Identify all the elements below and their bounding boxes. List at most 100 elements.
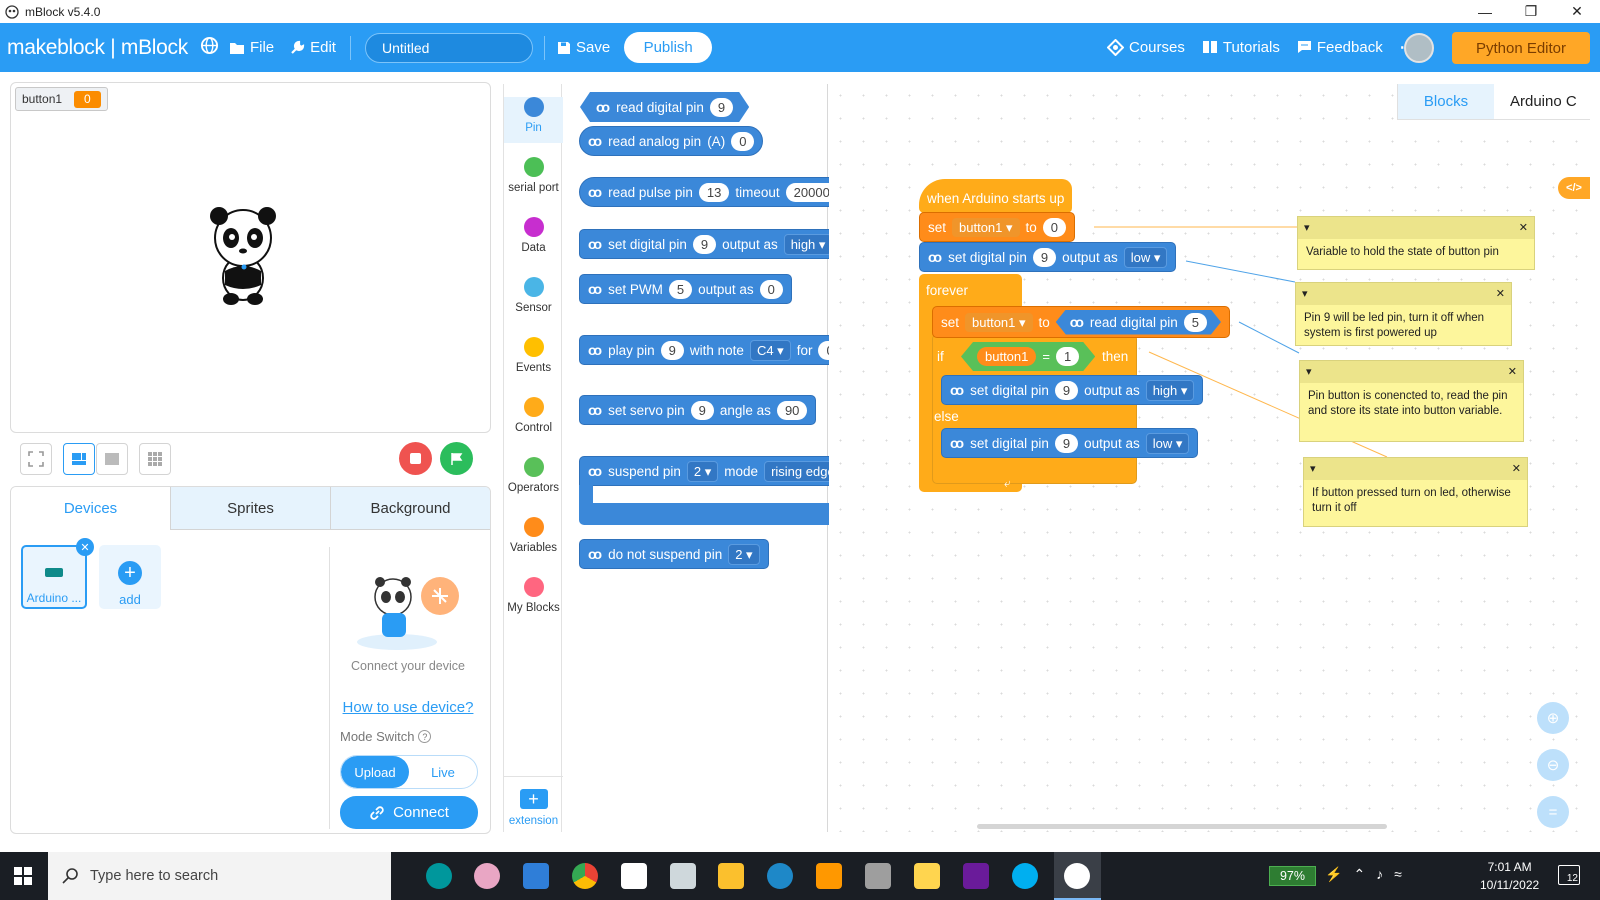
close-note-icon[interactable]: ✕ xyxy=(1518,221,1528,234)
pin-input[interactable]: 9 xyxy=(710,98,733,117)
pin-input[interactable]: 9 xyxy=(692,234,717,254)
level-dropdown[interactable]: low ▾ xyxy=(1145,432,1190,454)
large-stage-button[interactable] xyxy=(96,443,128,475)
level-dropdown[interactable]: high ▾ xyxy=(1145,379,1195,401)
how-to-use-device-link[interactable]: How to use device? xyxy=(342,699,474,716)
set-digital-pin-low-block[interactable]: oo set digital pin 9 output as low ▾ xyxy=(919,242,1177,272)
tab-arduino-c[interactable]: Arduino C xyxy=(1510,93,1577,110)
minimize-button[interactable]: — xyxy=(1478,3,1492,20)
arduino-device-card[interactable]: Arduino ... ✕ xyxy=(21,538,94,609)
comment-note[interactable]: ▾ ✕ Pin 9 will be led pin, turn it off wh… xyxy=(1295,282,1512,346)
live-mode-toggle[interactable]: Live xyxy=(431,764,455,780)
category-serial-port[interactable]: serial port xyxy=(504,157,563,194)
palette-set-pwm-block[interactable]: oo set PWM 5 output as 0 xyxy=(579,274,792,304)
pin-input[interactable]: 9 xyxy=(690,400,714,420)
palette-read-digital-pin-block[interactable]: oo read digital pin 9 xyxy=(580,92,749,122)
pin-input[interactable]: 5 xyxy=(1184,313,1207,332)
courses-link[interactable]: Courses xyxy=(1107,38,1185,56)
pin-input[interactable]: 5 xyxy=(668,279,693,299)
category-operators[interactable]: Operators xyxy=(504,457,563,494)
stage[interactable]: button1 0 xyxy=(10,82,491,433)
set-digital-pin-low-block-else[interactable]: oo set digital pin 9 output as low ▾ xyxy=(941,428,1199,458)
equals-operator-block[interactable]: button1 = 1 xyxy=(961,342,1095,371)
edit-menu[interactable]: Edit xyxy=(290,39,336,56)
nox-icon[interactable] xyxy=(963,863,989,889)
pin-input[interactable]: 9 xyxy=(660,340,684,360)
battery-indicator[interactable]: 97% xyxy=(1269,866,1316,886)
close-window-button[interactable]: ✕ xyxy=(1571,3,1583,19)
folder-app-icon[interactable] xyxy=(914,863,940,889)
clock[interactable]: 7:01 AM 10/11/2022 xyxy=(1480,858,1539,894)
set-button1-read-pin-block[interactable]: set button1 ▾ to oo read digital pin 5 xyxy=(932,306,1230,338)
feedback-link[interactable]: Feedback xyxy=(1297,38,1383,56)
tab-background[interactable]: Background xyxy=(330,487,490,530)
comment-text[interactable]: Pin 9 will be led pin, turn it off when … xyxy=(1304,312,1485,339)
help-icon[interactable]: ? xyxy=(418,730,432,743)
comment-note[interactable]: ▾ ✕ Variable to hold the state of button … xyxy=(1297,216,1535,270)
comment-text[interactable]: Pin button is conencted to, read the pin… xyxy=(1308,390,1508,417)
windows-start-icon[interactable] xyxy=(14,867,32,885)
category-my-blocks[interactable]: My Blocks xyxy=(504,577,563,614)
film-icon[interactable] xyxy=(670,863,696,889)
file-explorer-icon[interactable] xyxy=(718,863,744,889)
pin-input[interactable]: 9 xyxy=(1054,380,1079,400)
add-device-button[interactable]: + add xyxy=(99,545,161,609)
app-icon[interactable] xyxy=(865,863,891,889)
variable-dropdown[interactable]: button1 ▾ xyxy=(965,312,1033,332)
palette-read-pulse-block[interactable]: oo read pulse pin 13 timeout 20000 xyxy=(579,177,847,207)
mail-icon[interactable] xyxy=(523,863,549,889)
category-variables[interactable]: Variables xyxy=(504,517,563,554)
tab-sprites[interactable]: Sprites xyxy=(170,487,330,530)
pin-input[interactable]: 0 xyxy=(731,131,755,151)
taskbar-search-box[interactable]: Type here to search xyxy=(48,852,391,900)
publish-button[interactable]: Publish xyxy=(624,32,713,63)
timeout-input[interactable]: 20000 xyxy=(785,182,838,202)
variable-dropdown[interactable]: button1 ▾ xyxy=(952,217,1020,237)
close-note-icon[interactable]: ✕ xyxy=(1507,365,1517,378)
small-stage-button[interactable] xyxy=(63,443,95,475)
maximize-button[interactable]: ❐ xyxy=(1524,3,1538,19)
collapse-icon[interactable]: ▾ xyxy=(1304,221,1310,234)
level-dropdown[interactable]: high ▾ xyxy=(783,233,833,255)
connect-button[interactable]: Connect xyxy=(340,796,478,829)
file-menu[interactable]: File xyxy=(229,39,274,56)
pin-input[interactable]: 13 xyxy=(698,182,730,202)
notification-center-icon[interactable]: 12 xyxy=(1558,865,1580,885)
mblock-taskbar-icon[interactable] xyxy=(1064,863,1090,889)
code-toggle-button[interactable]: </> xyxy=(1558,177,1590,199)
comment-note[interactable]: ▾ ✕ Pin button is conencted to, read the … xyxy=(1299,360,1524,442)
value-input[interactable]: 0 xyxy=(1042,217,1067,237)
palette-set-servo-block[interactable]: oo set servo pin 9 angle as 90 xyxy=(579,395,817,425)
chrome-icon[interactable] xyxy=(572,863,598,889)
globe-icon[interactable] xyxy=(200,36,219,59)
python-editor-button[interactable]: Python Editor xyxy=(1452,32,1590,64)
pwm-input[interactable]: 0 xyxy=(759,279,783,299)
collapse-icon[interactable]: ▾ xyxy=(1306,365,1312,378)
reset-zoom-button[interactable]: = xyxy=(1537,796,1569,828)
comment-note[interactable]: ▾✕ If button pressed turn on led, otherw… xyxy=(1303,457,1528,527)
close-note-icon[interactable]: ✕ xyxy=(1495,287,1505,300)
user-avatar[interactable] xyxy=(1404,33,1434,63)
compare-value-input[interactable]: 1 xyxy=(1056,347,1079,366)
category-control[interactable]: Control xyxy=(504,397,563,434)
zoom-in-button[interactable]: ⊕ xyxy=(1537,702,1569,734)
fullscreen-button[interactable] xyxy=(20,443,52,475)
pdf-reader-icon[interactable] xyxy=(621,863,647,889)
pin-dropdown[interactable]: 2 ▾ xyxy=(728,543,760,565)
tab-devices[interactable]: Devices xyxy=(11,487,170,530)
media-player-icon[interactable] xyxy=(816,863,842,889)
palette-read-analog-pin-block[interactable]: oo read analog pin (A) 0 xyxy=(579,126,764,156)
tab-blocks[interactable]: Blocks xyxy=(1398,84,1494,119)
when-arduino-starts-up-hat[interactable]: when Arduino starts up xyxy=(919,179,1073,213)
pin-input[interactable]: 9 xyxy=(1032,247,1057,267)
remove-device-icon[interactable]: ✕ xyxy=(76,538,94,556)
collapse-icon[interactable]: ▾ xyxy=(1302,287,1308,300)
panda-sprite[interactable] xyxy=(207,203,279,308)
category-pin[interactable]: Pin xyxy=(504,97,563,143)
set-button1-to-0-block[interactable]: set button1 ▾ to 0 xyxy=(919,212,1076,242)
category-sensor[interactable]: Sensor xyxy=(504,277,563,314)
comment-text[interactable]: Variable to hold the state of button pin xyxy=(1306,246,1499,258)
category-events[interactable]: Events xyxy=(504,337,563,374)
button1-variable-reporter[interactable]: button1 xyxy=(977,347,1036,366)
green-flag-button[interactable] xyxy=(440,442,473,475)
